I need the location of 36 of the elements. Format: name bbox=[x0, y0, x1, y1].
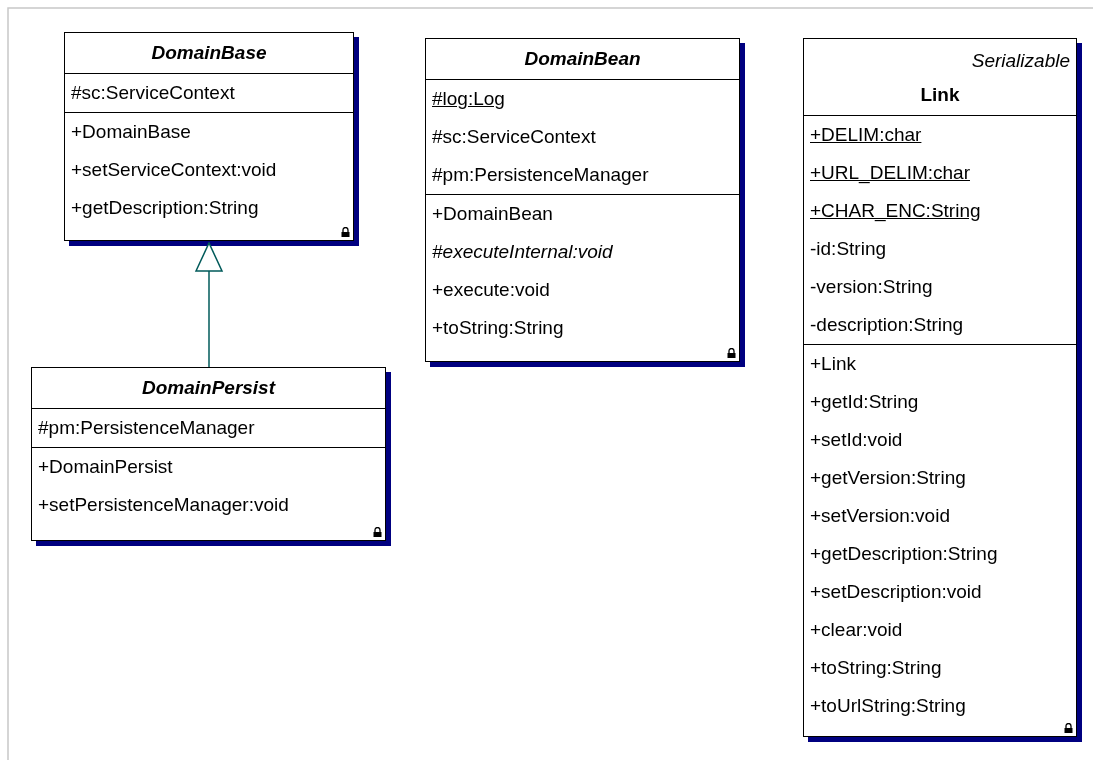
method-text: +setId:void bbox=[810, 428, 903, 452]
method-text: +setVersion:void bbox=[810, 504, 950, 528]
attribute-text: +URL_DELIM:char bbox=[810, 161, 970, 186]
method-text: +getDescription:String bbox=[71, 196, 259, 220]
class-name: DomainBase bbox=[150, 41, 268, 65]
method-text: +DomainBase bbox=[71, 120, 191, 144]
class-name: Link bbox=[919, 83, 961, 107]
attribute-text: #log:Log bbox=[432, 87, 505, 111]
attribute-text: #pm:PersistenceManager bbox=[38, 416, 255, 440]
method-text: #executeInternal:void bbox=[432, 240, 613, 264]
attribute-text: -version:String bbox=[810, 275, 933, 299]
method-text: +DomainPersist bbox=[38, 455, 173, 479]
attribute-text: -description:String bbox=[810, 313, 964, 337]
method-text: +clear:void bbox=[810, 618, 903, 642]
inheritance-arrow bbox=[195, 242, 223, 368]
attribute-text: -id:String bbox=[810, 237, 887, 261]
attribute-text: +CHAR_ENC:String bbox=[810, 199, 981, 224]
method-text: +toString:String bbox=[432, 316, 564, 340]
method-text: +execute:void bbox=[432, 278, 550, 302]
method-text: +getId:String bbox=[810, 390, 919, 414]
attribute-text: +DELIM:char bbox=[810, 123, 922, 147]
method-text: +DomainBean bbox=[432, 202, 553, 226]
method-text: +setPersistenceManager:void bbox=[38, 493, 289, 517]
method-text: +Link bbox=[810, 352, 856, 376]
attribute-text: #sc:ServiceContext bbox=[432, 125, 596, 149]
method-text: +getVersion:String bbox=[810, 466, 966, 490]
attribute-text: #pm:PersistenceManager bbox=[432, 163, 649, 187]
method-text: +toString:String bbox=[810, 656, 942, 680]
class-name: DomainPersist bbox=[140, 376, 277, 400]
stereotype-label: Serializable bbox=[970, 49, 1070, 73]
method-text: +setDescription:void bbox=[810, 580, 982, 604]
method-text: +toUrlString:String bbox=[810, 694, 966, 718]
attribute-text: #sc:ServiceContext bbox=[71, 81, 235, 105]
method-text: +getDescription:String bbox=[810, 542, 998, 566]
method-text: +setServiceContext:void bbox=[71, 158, 277, 182]
class-name: DomainBean bbox=[523, 47, 642, 71]
